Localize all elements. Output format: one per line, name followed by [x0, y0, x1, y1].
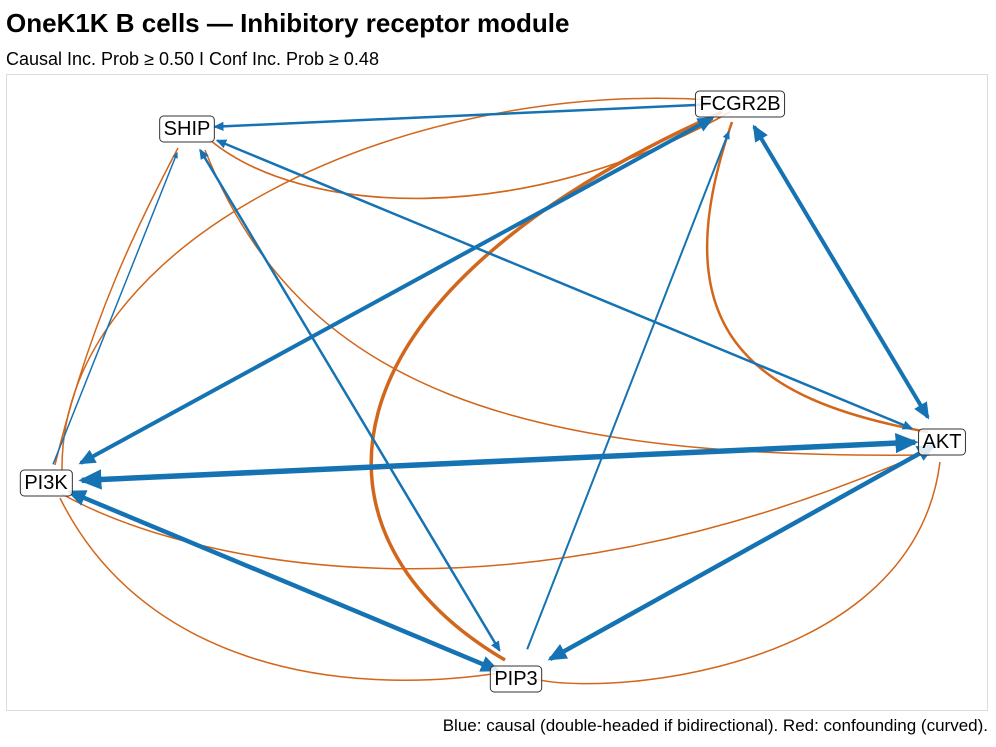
chart-title: OneK1K B cells — Inhibitory receptor mod… [6, 8, 570, 38]
causal-edge-ship-pip3 [199, 148, 501, 652]
node-label-akt: AKT [923, 431, 962, 453]
node-box-fcgr2b [694, 90, 786, 118]
confounding-edge-pi3k-pip3 [59, 497, 507, 681]
confounding-edge-akt-pip3 [519, 461, 941, 685]
node-akt: AKT [918, 428, 966, 456]
causal-edge-fcgr2b-akt [752, 124, 930, 420]
node-ship: SHIP [159, 115, 215, 143]
node-label-fcgr2b: FCGR2B [699, 93, 780, 115]
confounding-edge-ship-fcgr2b [209, 111, 731, 200]
causal-edge-akt-pip3 [547, 443, 936, 662]
causal-edge-fcgr2b-ship [213, 103, 707, 131]
node-label-pip3: PIP3 [494, 668, 537, 690]
node-box-pi3k [19, 469, 73, 497]
node-fcgr2b: FCGR2B [694, 90, 786, 118]
node-pi3k: PI3K [19, 469, 73, 497]
confounding-edge-fcgr2b-akt [706, 121, 929, 434]
causal-edge-pi3k-pip3 [66, 489, 500, 673]
nodes: FCGR2B SHIP AKT PI3K PIP3 [19, 90, 966, 693]
causal-edge-pi3k-fcgr2b [78, 116, 715, 465]
confounding-edges [54, 97, 941, 685]
causal-edge-pi3k-akt [78, 432, 919, 490]
node-box-akt [918, 428, 966, 456]
legend-caption: Blue: causal (double-headed if bidirecti… [442, 716, 988, 735]
causal-edges [52, 103, 936, 673]
confounding-edge-fcgr2b-pi3k [61, 97, 713, 471]
chart-subtitle: Causal Inc. Prob ≥ 0.50 I Conf Inc. Prob… [6, 49, 379, 69]
node-label-pi3k: PI3K [24, 472, 68, 494]
confounding-edge-pi3k-akt [61, 451, 926, 570]
plot-panel [6, 74, 988, 711]
node-label-ship: SHIP [164, 118, 211, 140]
causal-edge-ship-akt [215, 139, 914, 430]
node-box-ship [159, 115, 215, 143]
node-box-pip3 [489, 665, 543, 693]
causal-edge-pip3-fcgr2b [526, 130, 730, 650]
node-pip3: PIP3 [489, 665, 543, 693]
confounding-edge-fcgr2b-pip3 [369, 110, 723, 662]
causal-edge-pi3k-ship [52, 151, 178, 465]
